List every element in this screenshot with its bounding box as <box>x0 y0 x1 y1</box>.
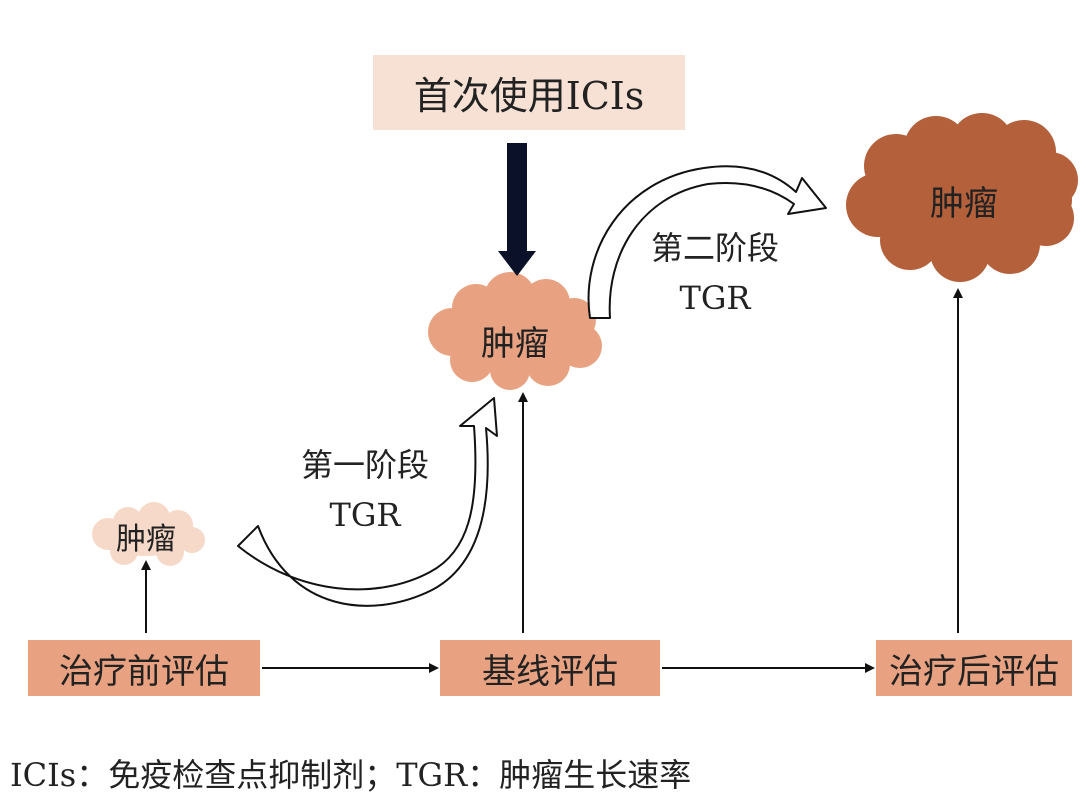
top-box-bg <box>373 55 685 130</box>
baseline-box-bg <box>440 640 660 696</box>
post-box-bg <box>876 640 1072 696</box>
stage2-name: 第二阶段 <box>650 229 779 267</box>
pre-treatment-assessment: 治疗前评估 <box>59 651 229 692</box>
figure-caption: ICIs：免疫检查点抑制剂；TGR：肿瘤生长速率 <box>10 756 692 794</box>
tumor-cloud-medium <box>428 272 602 390</box>
tumor-cloud-small <box>92 502 205 566</box>
stage1-metric: TGR <box>329 496 401 534</box>
stage2-label: 第二阶段 TGR <box>620 223 810 323</box>
treatment-start-arrow <box>498 143 536 276</box>
stage1-name: 第一阶段 <box>300 446 429 484</box>
baseline-assessment: 基线评估 <box>482 651 618 692</box>
tumor-label-small: 肿瘤 <box>116 522 176 557</box>
stage1-curved-arrow <box>237 397 498 607</box>
stage1-label: 第一阶段 TGR <box>270 440 460 540</box>
stage2-metric: TGR <box>679 279 751 317</box>
tumor-label-large: 肿瘤 <box>930 183 998 224</box>
tumor-label-medium: 肿瘤 <box>481 323 549 364</box>
stage2-curved-arrow <box>587 165 827 319</box>
post-treatment-assessment: 治疗后评估 <box>889 651 1059 692</box>
tumor-cloud-large <box>846 113 1078 282</box>
pre-box-bg <box>28 640 260 696</box>
first-ici-use-label: 首次使用ICIs <box>413 74 645 118</box>
